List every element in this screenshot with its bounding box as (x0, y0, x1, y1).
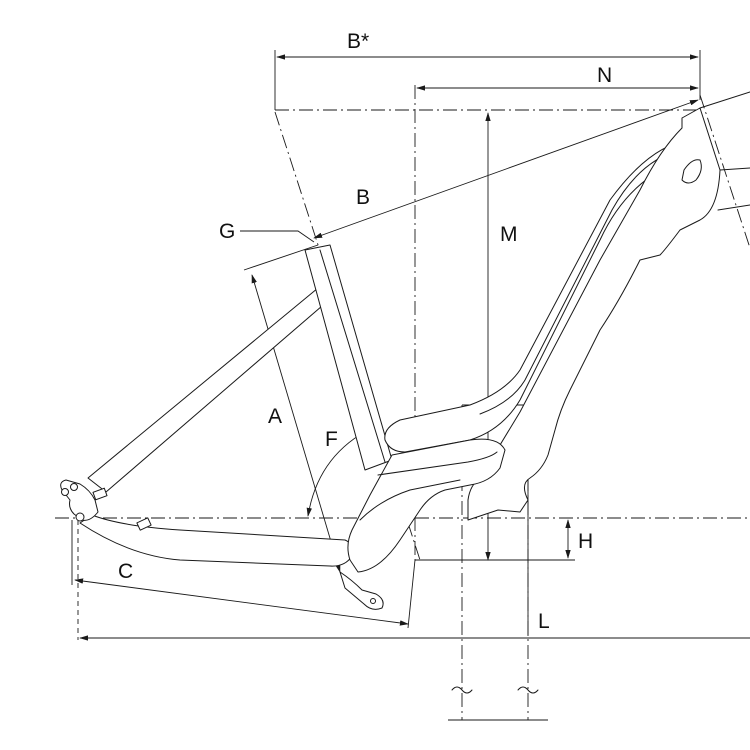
seat-tube-inner-line (319, 249, 386, 463)
c-ext-right (407, 559, 416, 629)
kickstand-hole (370, 598, 376, 604)
headset-outline (699, 91, 750, 211)
break-mark-left (451, 686, 473, 694)
label-a: A (268, 405, 282, 428)
label-f: F (325, 428, 338, 451)
dropout-hole-2 (70, 483, 78, 491)
label-m: M (500, 223, 518, 246)
motor-housing-line-2 (359, 479, 461, 521)
seat-stay (87, 285, 333, 493)
dropout-hole-1 (61, 488, 69, 496)
dimension-labels: B* N B G M A F H C L (118, 30, 612, 633)
head-tube-axis (699, 94, 750, 249)
seat-tube (304, 244, 393, 471)
label-c: C (118, 560, 133, 583)
g-leader (240, 230, 315, 243)
bike-frame (60, 91, 750, 610)
label-g: G (219, 220, 235, 243)
label-b-star: B* (347, 30, 369, 53)
down-tube (384, 139, 691, 453)
head-tube-window (681, 159, 702, 184)
c-dimension (74, 578, 409, 626)
motor-housing (347, 438, 506, 573)
a-dimension (251, 274, 341, 573)
chain-stay (79, 514, 354, 567)
break-mark-right (517, 686, 539, 694)
dropout-tab (92, 487, 108, 501)
label-l: L (538, 610, 550, 633)
motor-housing-line (377, 451, 498, 476)
chainstay-bridge (136, 517, 152, 531)
label-n: N (597, 64, 612, 87)
label-b: B (356, 186, 370, 209)
kickstand-plate (339, 571, 384, 610)
label-h: H (578, 530, 593, 553)
a-ext-top (243, 244, 319, 271)
axle-mount (75, 512, 85, 522)
head-tube (467, 107, 721, 521)
b-dimension (313, 99, 699, 239)
rear-dropout (60, 479, 99, 521)
